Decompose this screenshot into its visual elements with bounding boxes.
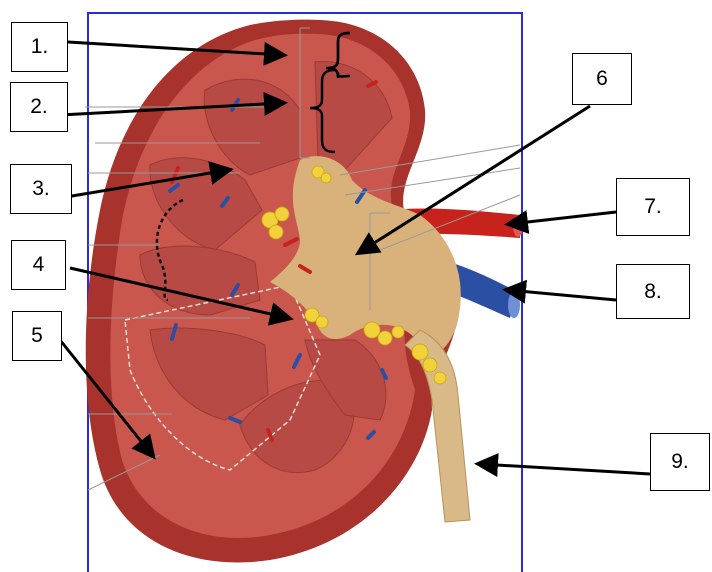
label-6: 6	[572, 53, 632, 105]
label-8: 8.	[616, 264, 690, 319]
label-4: 4	[11, 240, 66, 290]
label-9: 9.	[650, 433, 710, 491]
label-5: 5	[12, 311, 62, 361]
label-2: 2.	[10, 82, 68, 132]
label-1: 1.	[11, 22, 68, 72]
label-3: 3.	[10, 164, 72, 214]
label-7: 7.	[616, 178, 690, 236]
